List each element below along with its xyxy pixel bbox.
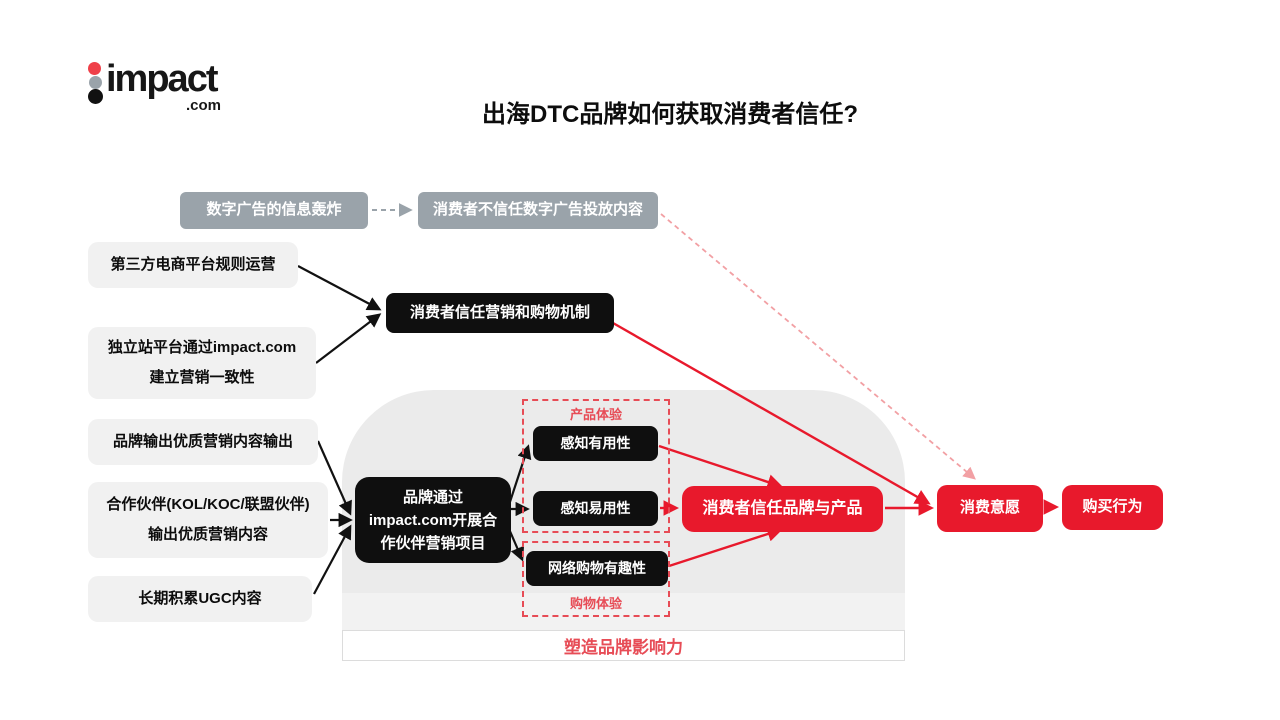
outcome-intent-box: 消费意愿 (937, 485, 1043, 532)
partner-program-line: impact.com开展合 (368, 511, 498, 529)
logo-dot-gray-icon (89, 76, 102, 89)
product-experience-label: 产品体验 (569, 407, 622, 422)
arrow-dtcsite-to-mechanism (315, 313, 382, 364)
logo-suffix: .com (186, 97, 222, 114)
partner-program-line: 作伙伴营销项目 (380, 534, 486, 552)
page-title: 出海DTC品牌如何获取消费者信任? (482, 101, 858, 128)
outcome-trust-box: 消费者信任品牌与产品 (682, 486, 883, 532)
input-box-dtc-site: 独立站平台通过impact.com 建立营销一致性 (88, 327, 316, 399)
input-box-line: 第三方电商平台规则运营 (110, 256, 276, 273)
shopping-experience-label: 购物体验 (569, 596, 622, 611)
logo-dot-black-icon (88, 89, 103, 104)
mechanism-box: 消费者信任营销和购物机制 (386, 293, 614, 333)
input-box-line: 合作伙伴(KOL/KOC/联盟伙伴) (106, 496, 310, 513)
problem-effect-box: 消费者不信任数字广告投放内容 (418, 192, 658, 229)
arrow-ecom-to-mechanism (297, 265, 382, 311)
factor-ease-box: 感知易用性 (533, 491, 658, 526)
input-box-line: 品牌输出优质营销内容输出 (112, 433, 293, 450)
input-box-ugc: 长期积累UGC内容 (88, 576, 312, 622)
input-box-line: 输出优质营销内容 (147, 526, 268, 543)
input-box-ecom-rules: 第三方电商平台规则运营 (88, 242, 298, 288)
input-box-line: 长期积累UGC内容 (138, 590, 262, 607)
problem-cause-box: 数字广告的信息轰炸 (180, 192, 368, 229)
shopping-experience-group: 购物体验 (522, 541, 670, 617)
panel-caption: 塑造品牌影响力 (342, 630, 905, 661)
factor-fun-box: 网络购物有趣性 (526, 551, 668, 586)
logo-dot-red-icon (88, 62, 101, 75)
input-box-brand-content: 品牌输出优质营销内容输出 (88, 419, 318, 465)
input-box-partner-content: 合作伙伴(KOL/KOC/联盟伙伴) 输出优质营销内容 (88, 482, 328, 558)
partner-program-line: 品牌通过 (402, 488, 463, 506)
partner-program-box: 品牌通过 impact.com开展合 作伙伴营销项目 (355, 477, 511, 563)
input-box-line: 独立站平台通过impact.com (107, 339, 297, 356)
outcome-purchase-box: 购买行为 (1062, 485, 1163, 530)
factor-usefulness-box: 感知有用性 (533, 426, 658, 461)
logo-wordmark: impact (106, 58, 218, 100)
brand-influence-panel-band (342, 593, 905, 630)
input-box-line: 建立营销一致性 (149, 369, 255, 386)
